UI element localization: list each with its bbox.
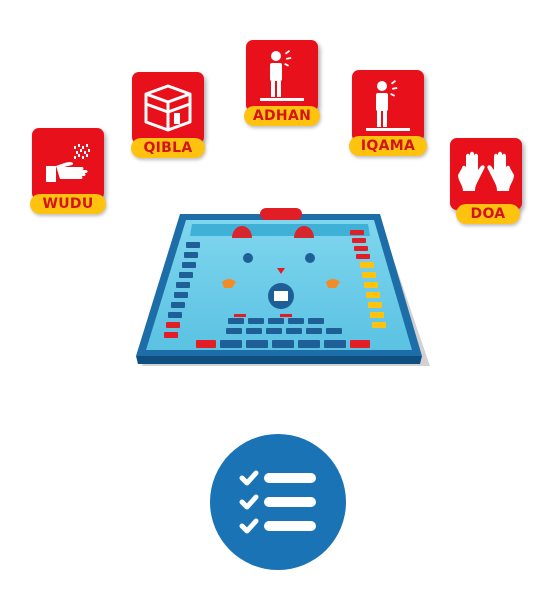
hand-washing-icon: [46, 144, 90, 182]
step-tile-adhan[interactable]: ADHAN: [244, 40, 320, 126]
prayer-mat-board: [130, 200, 430, 375]
standing-person-calling-icon: [260, 50, 304, 101]
checklist-button[interactable]: [210, 434, 346, 570]
step-label-adhan: ADHAN: [244, 106, 320, 126]
step-label-iqama: IQAMA: [349, 136, 427, 156]
step-label-qibla: QIBLA: [131, 138, 205, 158]
step-tile-iqama-box: [352, 70, 424, 142]
prayer-mat-board-icon: [136, 208, 430, 366]
kaaba-icon: [144, 84, 192, 132]
step-tile-wudu-box: [32, 128, 104, 200]
raised-hands-icon: [458, 151, 514, 191]
step-tile-iqama[interactable]: IQAMA: [349, 70, 427, 156]
step-label-doa: DOA: [456, 204, 520, 224]
step-tile-doa-box: [450, 138, 522, 210]
standing-person-calling-icon: [366, 80, 410, 131]
step-tile-doa[interactable]: DOA: [450, 138, 522, 224]
step-tile-adhan-box: [246, 40, 318, 112]
checklist-icon: [239, 470, 316, 534]
step-tile-wudu[interactable]: WUDU: [30, 128, 106, 214]
step-tile-qibla[interactable]: QIBLA: [131, 72, 205, 158]
step-tile-qibla-box: [132, 72, 204, 144]
step-label-wudu: WUDU: [30, 194, 106, 214]
